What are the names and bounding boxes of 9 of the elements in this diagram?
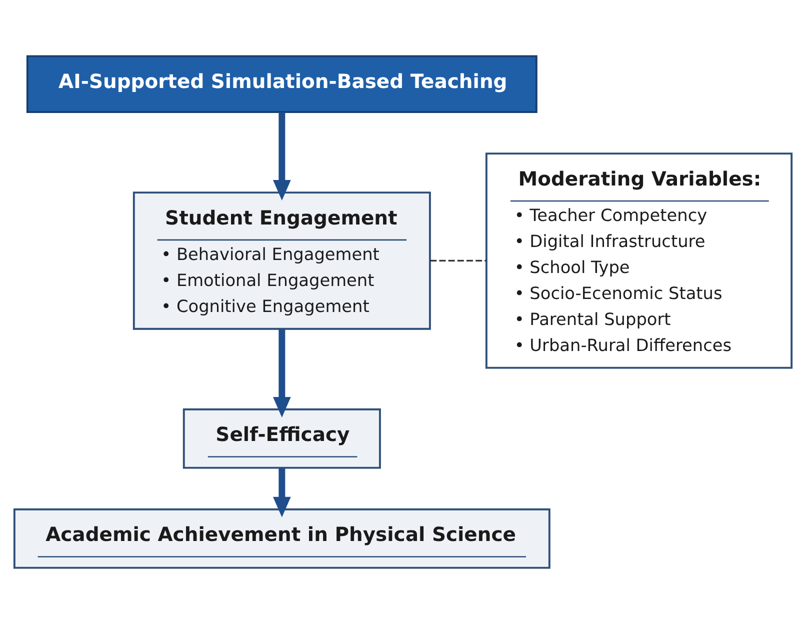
arrow xyxy=(272,112,290,200)
connector xyxy=(430,260,486,262)
node-box: Student Engagement • Behavioral Engagement • Emotional Engagement • Cognitive Engagement xyxy=(132,192,430,330)
node-box: Self-Efficacy xyxy=(182,408,380,469)
node-box: Moderating Variables: • Teacher Competency • Digital Infrastructure • School Type • Socio-Ecenomic Status • Parental Support • Urban-Rural Differences xyxy=(484,152,792,369)
node-box: AI-Supported Simulation-Based Teaching xyxy=(26,55,537,113)
node-box: Academic Achievement in Physical Science xyxy=(12,508,550,569)
arrow xyxy=(272,329,290,418)
arrow xyxy=(272,468,290,518)
